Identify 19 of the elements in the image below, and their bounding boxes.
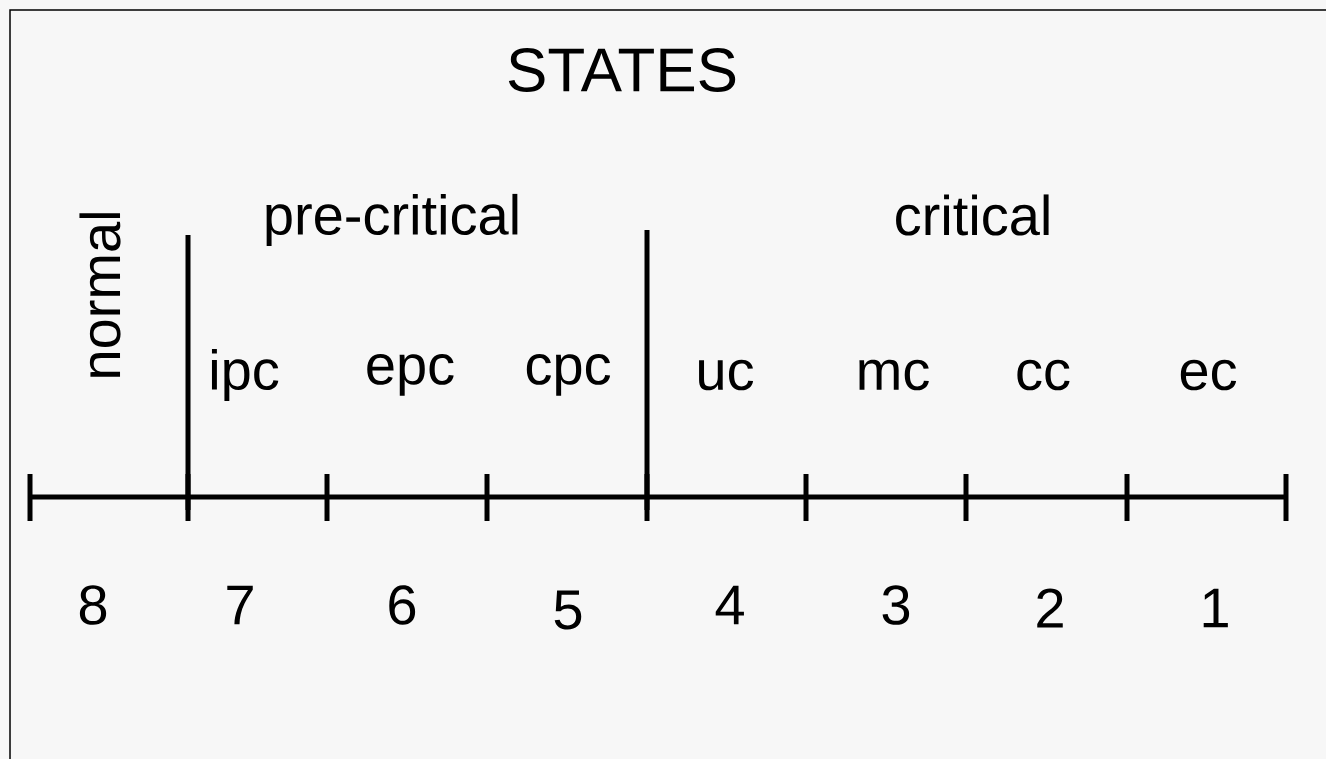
- state-label: mc: [859, 359, 929, 391]
- state-number: 3: [882, 585, 910, 625]
- state-number: 4: [715, 585, 744, 625]
- title: STATES: [508, 48, 736, 92]
- state-label: epc: [367, 354, 454, 396]
- state-number: 6: [389, 585, 416, 625]
- section-label: pre-critical: [266, 193, 518, 247]
- state-label: cc: [1017, 359, 1070, 391]
- state-label: uc: [699, 359, 754, 391]
- state-number: 2: [1037, 588, 1063, 628]
- state-number: 7: [227, 585, 253, 625]
- state-number: 8: [79, 585, 107, 625]
- state-number: 1: [1203, 588, 1228, 628]
- state-label: cpc: [526, 354, 611, 396]
- section-label: critical: [896, 194, 1049, 236]
- state-label: ipc: [211, 348, 279, 402]
- state-label: ec: [1180, 359, 1237, 391]
- section-label: normal: [79, 213, 121, 377]
- state-number: 5: [554, 590, 582, 630]
